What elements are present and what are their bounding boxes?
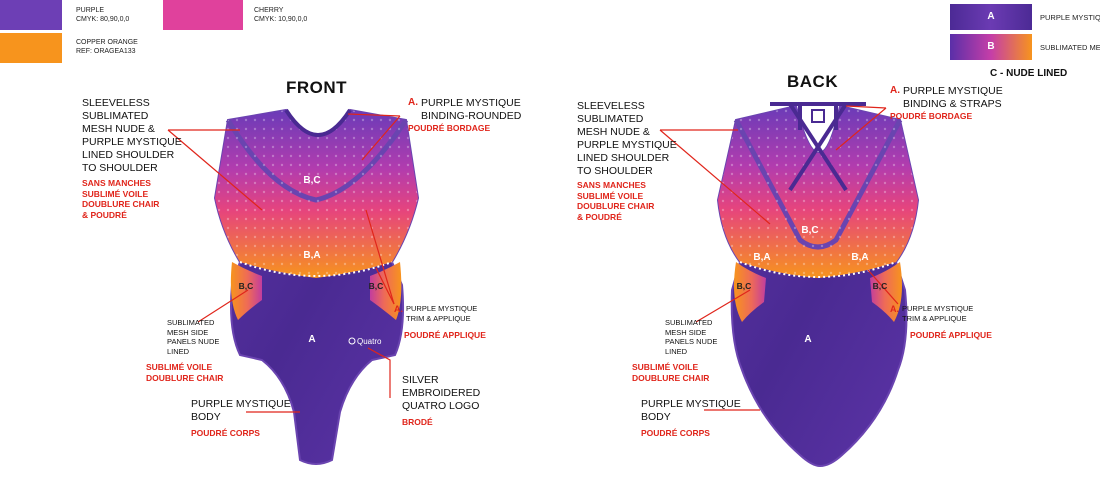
back-rhinestones bbox=[718, 106, 918, 278]
swatch-purple-spec: CMYK: 80,90,0,0 bbox=[76, 16, 130, 23]
front-zone-bc-left: B,C bbox=[238, 281, 254, 291]
back-title: BACK bbox=[787, 72, 839, 91]
legend-swatch-a bbox=[950, 4, 1032, 30]
back-zone-ba-right: B,A bbox=[851, 252, 869, 263]
front-leader-lines bbox=[167, 113, 401, 413]
front-sleeveless-label: SLEEVELESS SUBLIMATED MESH NUDE & PURPLE… bbox=[82, 97, 182, 174]
front-trim-fr: POUDRÉ APPLIQUE bbox=[404, 330, 486, 340]
back-leader-side bbox=[695, 289, 751, 323]
back-leader-lines bbox=[659, 105, 899, 411]
front-sleeveless-fr: SANS MANCHES SUBLIMÉ VOILE DOUBLURE CHAI… bbox=[82, 178, 160, 220]
back-side-panel-right bbox=[870, 262, 902, 322]
swatch-purple-name: PURPLE bbox=[76, 7, 105, 14]
back-cross-straps bbox=[788, 102, 848, 192]
swatch-copper-label: COPPER ORANGE REF: ORAGEA133 bbox=[76, 38, 138, 56]
swatch-copper-name: COPPER ORANGE bbox=[76, 39, 138, 46]
front-rhinestones bbox=[215, 110, 418, 278]
front-waist-stones bbox=[239, 261, 393, 277]
swatch-cherry-label: CHERRY CMYK: 10,90,0,0 bbox=[254, 6, 307, 24]
swatch-cherry-spec: CMYK: 10,90,0,0 bbox=[254, 16, 308, 23]
back-zone-bc-top: B,C bbox=[801, 225, 819, 236]
back-leader-trim bbox=[867, 269, 899, 305]
front-title: FRONT bbox=[286, 78, 348, 97]
front-logo-mark bbox=[348, 337, 356, 345]
legend-code-b: B bbox=[987, 41, 995, 52]
swatch-purple-label: PURPLE CMYK: 80,90,0,0 bbox=[76, 6, 129, 24]
back-leader-sleeveless-2 bbox=[659, 129, 771, 225]
front-logo-fr: BRODÉ bbox=[402, 417, 433, 427]
front-side-fr: SUBLIMÉ VOILE DOUBLURE CHAIR bbox=[146, 362, 224, 383]
swatch-cherry bbox=[163, 0, 243, 30]
front-logo-brand: Quatro bbox=[357, 337, 382, 346]
back-zone-bc-left: B,C bbox=[736, 281, 752, 291]
front-leader-trim-1 bbox=[365, 209, 395, 305]
back-trim-fr: POUDRÉ APPLIQUE bbox=[910, 330, 992, 340]
back-sleeveless-label: SLEEVELESS SUBLIMATED MESH NUDE & PURPLE… bbox=[577, 100, 677, 177]
front-body-label: PURPLE MYSTIQUE BODY bbox=[191, 398, 291, 423]
back-leader-binding-2 bbox=[835, 107, 887, 151]
front-leader-side bbox=[197, 289, 249, 323]
back-zone-ba-left: B,A bbox=[753, 252, 771, 263]
front-zone-bc-top: B,C bbox=[303, 175, 321, 186]
front-leader-trim-2 bbox=[375, 267, 395, 305]
front-zone-ba: B,A bbox=[303, 250, 321, 261]
front-side-label: SUBLIMATED MESH SIDE PANELS NUDE LINED bbox=[167, 318, 220, 356]
legend-label-b: SUBLIMATED MESH bbox=[1040, 43, 1100, 52]
front-binding-key: A. bbox=[408, 97, 418, 108]
back-side-panel-left bbox=[734, 262, 766, 322]
legend-code-a: A bbox=[987, 11, 995, 22]
back-trim-label: PURPLE MYSTIQUE TRIM & APPLIQUE bbox=[902, 304, 974, 323]
front-logo-label: SILVER EMBROIDERED QUATRO LOGO bbox=[402, 374, 481, 412]
back-binding-label: PURPLE MYSTIQUE BINDING & STRAPS bbox=[903, 85, 1003, 110]
front-leader-binding-2 bbox=[361, 115, 401, 161]
front-leader-logo bbox=[367, 347, 391, 398]
front-binding-fr: POUDRÉ BORDAGE bbox=[408, 123, 491, 133]
back-body-label: PURPLE MYSTIQUE BODY bbox=[641, 398, 741, 423]
back-body-fr: POUDRÉ CORPS bbox=[641, 428, 710, 438]
front-body-fr: POUDRÉ CORPS bbox=[191, 428, 260, 438]
front-leader-binding bbox=[347, 113, 401, 117]
back-strap-ring bbox=[811, 109, 825, 123]
back-binding-fr: POUDRÉ BORDAGE bbox=[890, 111, 973, 121]
front-binding-label: PURPLE MYSTIQUE BINDING-ROUNDED bbox=[421, 97, 522, 122]
front-trim-label: PURPLE MYSTIQUE TRIM & APPLIQUE bbox=[406, 304, 478, 323]
legend-swatch-b bbox=[950, 34, 1032, 60]
back-side-fr: SUBLIMÉ VOILE DOUBLURE CHAIR bbox=[632, 362, 710, 383]
back-leotard bbox=[716, 102, 920, 468]
swatch-purple bbox=[0, 0, 62, 30]
back-waist-stones bbox=[739, 261, 897, 278]
swatch-cherry-name: CHERRY bbox=[254, 7, 284, 14]
legend-label-a: PURPLE MYSTIQUE bbox=[1040, 13, 1100, 22]
front-side-panel-right bbox=[370, 262, 402, 320]
swatch-copper bbox=[0, 33, 62, 63]
front-leader-sleeveless-2 bbox=[167, 129, 263, 211]
swatch-copper-spec: REF: ORAGEA133 bbox=[76, 48, 136, 55]
back-zone-bc-right: B,C bbox=[872, 281, 888, 291]
back-sleeveless-fr: SANS MANCHES SUBLIMÉ VOILE DOUBLURE CHAI… bbox=[577, 180, 655, 222]
back-zone-a: A bbox=[804, 334, 812, 345]
front-leotard bbox=[213, 108, 420, 465]
front-zone-bc-right: B,C bbox=[368, 281, 384, 291]
front-zone-a: A bbox=[308, 334, 316, 345]
legend-label-c: C - NUDE LINED bbox=[990, 68, 1068, 79]
back-binding-key: A. bbox=[890, 85, 900, 96]
front-trim-key: A. bbox=[394, 304, 403, 314]
back-leader-binding bbox=[845, 105, 887, 109]
back-trim-key: A. bbox=[890, 304, 899, 314]
back-side-label: SUBLIMATED MESH SIDE PANELS NUDE LINED bbox=[665, 318, 718, 356]
front-neck-binding bbox=[284, 108, 352, 137]
